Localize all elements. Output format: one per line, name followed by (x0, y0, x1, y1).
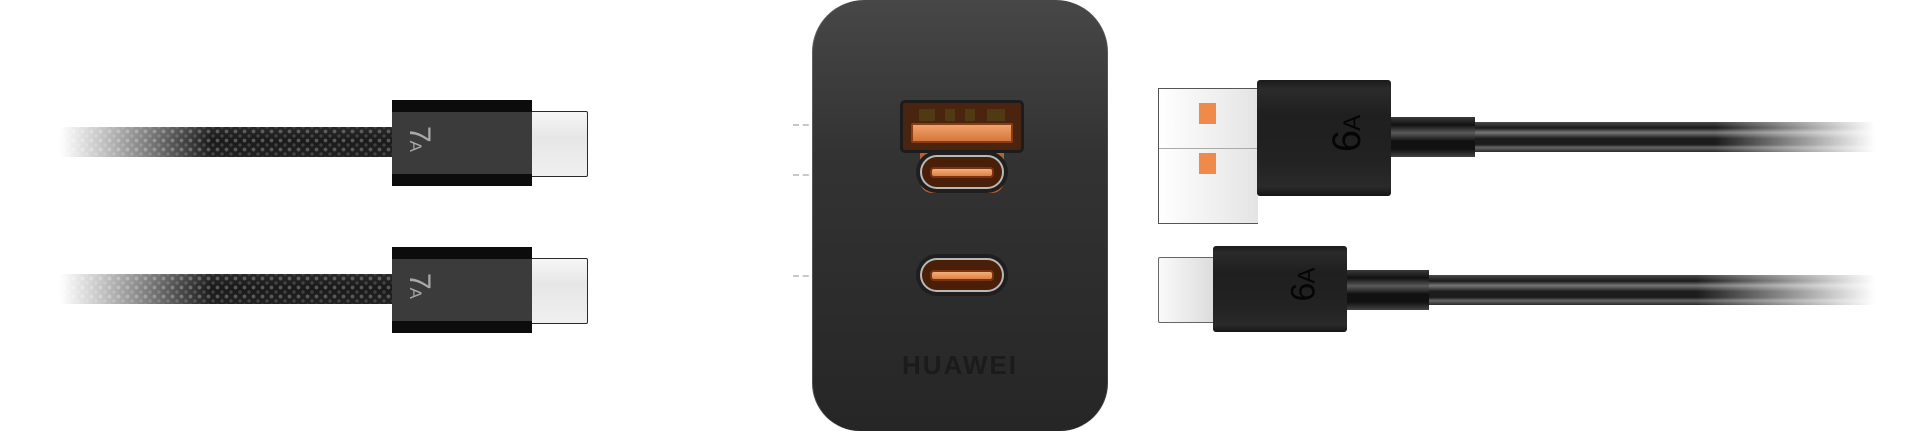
usb-a-port (900, 100, 1024, 153)
strain-relief (1347, 270, 1429, 310)
usb-c-port-upper (920, 155, 1004, 189)
usb-a-seam (1159, 148, 1258, 149)
usb-c-plug-tip (1158, 257, 1214, 323)
rating-label: 6A (1325, 115, 1370, 153)
usb-c-connector-housing: 6A (1213, 246, 1347, 332)
usb-c-connector-housing: 7A (392, 100, 532, 186)
smooth-cable-body (1475, 122, 1875, 152)
usb-a-plug (1158, 88, 1258, 224)
usb-a-connector-housing: 6A (1257, 80, 1391, 196)
usb-c-plug-tip (532, 258, 588, 324)
usb-c-tongue (932, 272, 992, 279)
rating-label: 6A (1284, 268, 1323, 302)
braided-cable-body (60, 274, 395, 304)
rating-label: 7A (403, 125, 437, 153)
usb-a-contact-pad (1199, 103, 1216, 124)
smooth-cable-body (1429, 275, 1875, 305)
usb-c-tongue (932, 169, 992, 176)
usb-a-contact-pad (1199, 153, 1216, 174)
usb-a-pins (903, 109, 1021, 123)
rating-label: 7A (403, 272, 437, 300)
usb-c-connector-housing: 7A (392, 247, 532, 333)
usb-a-tongue (911, 123, 1013, 143)
brand-logo: HUAWEI (902, 350, 1018, 380)
usb-c-port-lower (920, 258, 1004, 292)
strain-relief (1391, 117, 1475, 157)
braided-cable-body (60, 127, 395, 157)
charger-body (812, 0, 1108, 431)
usb-c-plug-tip (532, 111, 588, 177)
